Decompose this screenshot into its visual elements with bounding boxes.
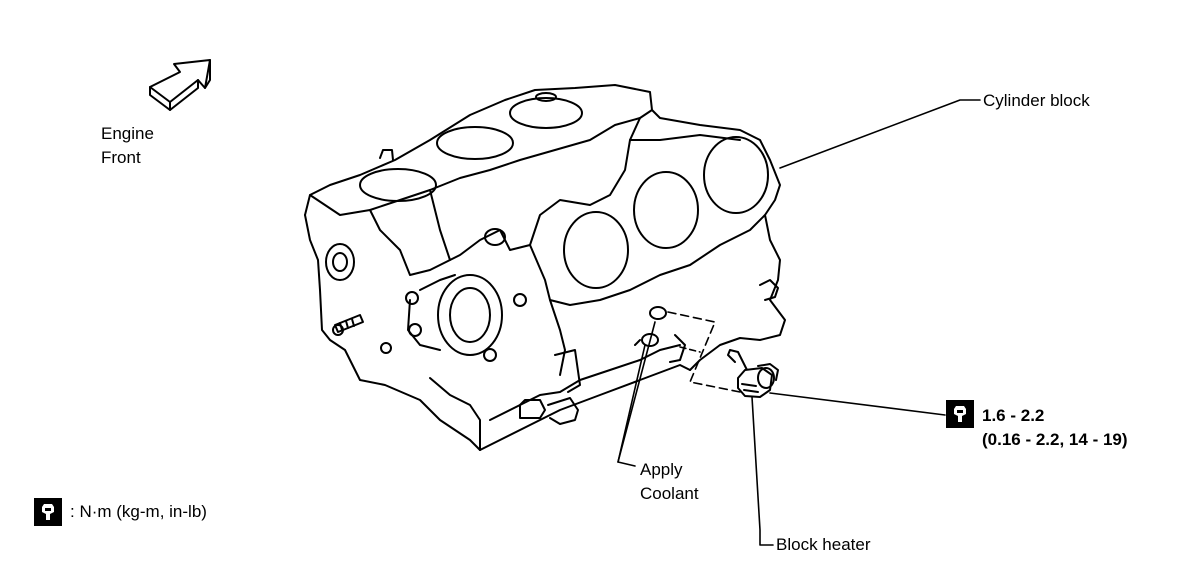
cylinder-block-label: Cylinder block [983,91,1090,110]
block-heater-drawing [727,349,779,398]
apply-coolant-label-line2: Coolant [640,484,699,503]
apply-coolant-label-line1: Apply [640,460,683,479]
torque-wrench-icon [946,400,974,428]
torque-value: 1.6 - 2.2 [982,406,1045,425]
cylinder-block-drawing [304,84,786,451]
torque-legend-text: : N·m (kg-m, in-lb) [70,502,207,521]
torque-legend-icon [34,498,62,526]
engine-front-label-line1: Engine [101,124,154,143]
torque-value-units: (0.16 - 2.2, 14 - 19) [982,430,1128,449]
block-heater-label: Block heater [776,535,871,554]
engine-front-arrow-icon [149,59,211,111]
leader-lines [617,99,981,546]
engine-front-label-line2: Front [101,148,141,167]
